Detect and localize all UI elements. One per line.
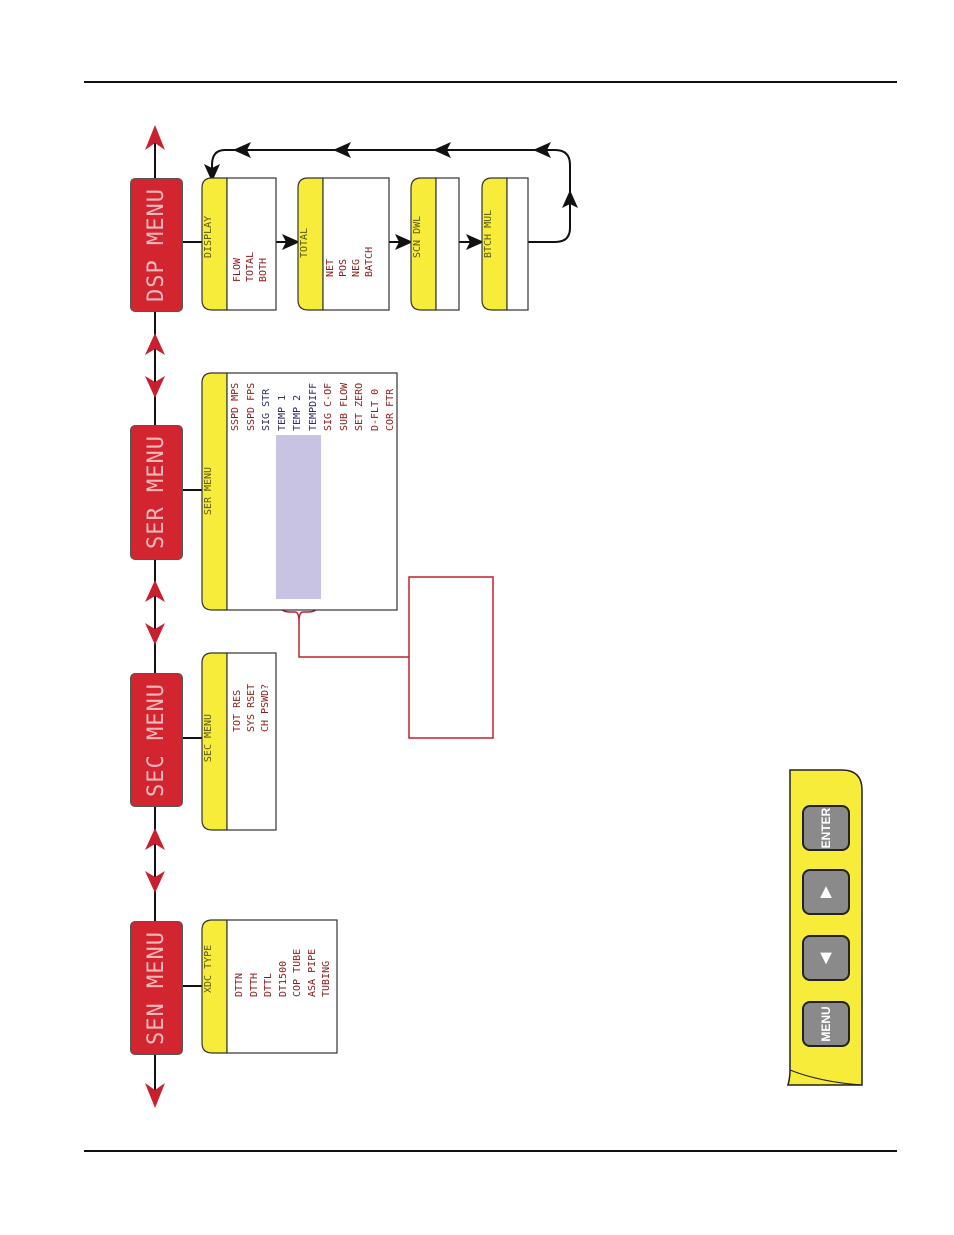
menu-button-label: MENU bbox=[819, 1006, 833, 1042]
enter-button-label: ENTER bbox=[819, 807, 833, 849]
bottom-rule bbox=[84, 1150, 897, 1152]
down-button[interactable]: ▼ bbox=[802, 935, 850, 981]
sen-menu-box: SEN MENU bbox=[130, 921, 183, 1055]
menu-button[interactable]: MENU bbox=[802, 1001, 850, 1047]
up-arrow-icon: ▲ bbox=[816, 881, 836, 903]
sec-menu-box: SEC MENU bbox=[130, 673, 183, 807]
down-arrow-icon: ▼ bbox=[816, 947, 836, 969]
ser-menu-box: SER MENU bbox=[130, 425, 183, 560]
dsp-menu-box: DSP MENU bbox=[130, 178, 183, 312]
up-button[interactable]: ▲ bbox=[802, 869, 850, 915]
top-rule bbox=[84, 81, 897, 83]
enter-button[interactable]: ENTER bbox=[802, 805, 850, 851]
